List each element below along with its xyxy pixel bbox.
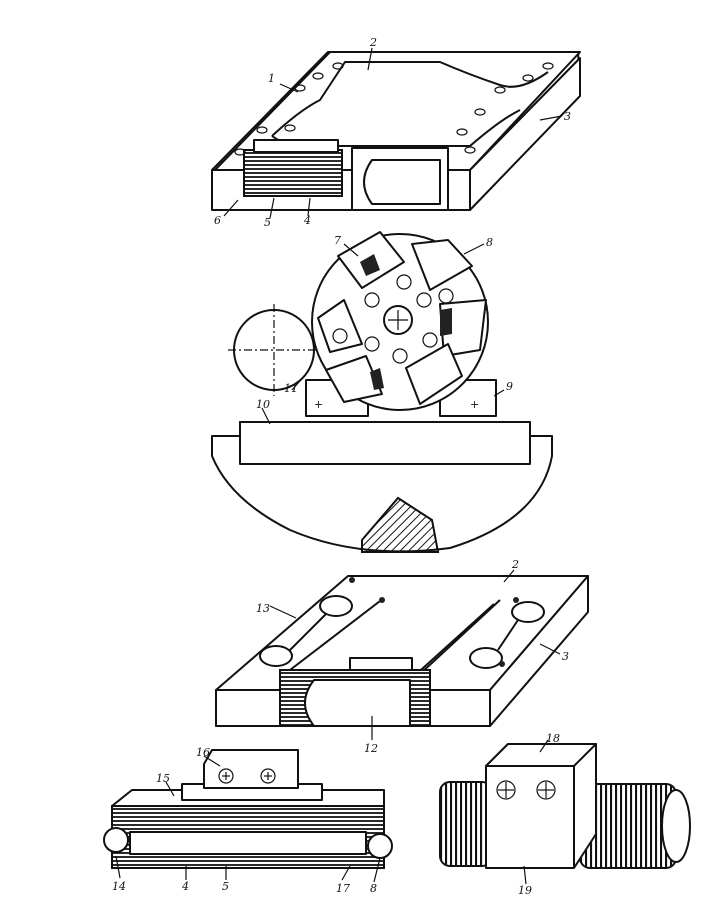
label-6: 6: [214, 214, 221, 227]
label-5-d: 5: [222, 880, 229, 893]
thread-left: [439, 781, 493, 867]
label-18: 18: [546, 732, 560, 745]
frame-c-right: [489, 575, 589, 727]
svg-text:+: +: [470, 398, 479, 411]
slot-rounded: [363, 159, 441, 205]
label-1: 1: [268, 72, 275, 85]
label-12: 12: [364, 742, 378, 755]
label-11: 11: [284, 382, 298, 395]
label-8: 8: [486, 236, 493, 249]
figure-a-frame: 1 2 3 6 5 4: [211, 36, 581, 229]
label-3-c: 3: [562, 650, 569, 663]
center-clip: [349, 657, 413, 671]
label-13: 13: [256, 602, 270, 615]
label-19: 19: [518, 884, 532, 897]
block-top: [485, 743, 597, 767]
label-4: 4: [303, 214, 311, 227]
label-17: 17: [336, 882, 350, 895]
thread-end: [661, 789, 691, 863]
mounting-holes: [234, 62, 554, 156]
bed-table: [239, 421, 531, 465]
label-9: 9: [506, 380, 513, 393]
frame-right-face: [469, 57, 581, 211]
clamp-screws: [332, 274, 454, 364]
figure-d-cassette: 16 15 14 4 5 17 8: [103, 746, 393, 895]
label-10: 10: [256, 398, 270, 411]
label-7: 7: [334, 234, 341, 247]
stack-cap: [253, 139, 339, 153]
label-2-c: 2: [511, 558, 519, 571]
cassette-core: [129, 831, 367, 855]
figure-e-threaded-block: 18 19: [439, 732, 691, 897]
label-8-d: 8: [370, 882, 377, 895]
lamination-stack: [243, 149, 343, 197]
figure-b-tool-head: + + 7: [211, 231, 553, 553]
clip-block: [203, 749, 299, 789]
center-slot: [304, 679, 411, 727]
tool-blocks: [317, 231, 487, 405]
front-slot: [351, 147, 449, 211]
label-16: 16: [196, 746, 210, 759]
label-2: 2: [369, 36, 377, 49]
figure-c-frame: 13 2 3 12: [215, 558, 589, 755]
label-3: 3: [564, 110, 571, 123]
svg-text:+: +: [314, 398, 323, 411]
label-5: 5: [264, 216, 271, 229]
roll-left: [103, 827, 129, 853]
label-14: 14: [112, 880, 126, 893]
label-4-d: 4: [181, 880, 189, 893]
hatched-section: [361, 496, 440, 553]
keyhole-slots: [259, 577, 545, 669]
label-15: 15: [156, 772, 170, 785]
support-right: [439, 379, 497, 417]
inner-plate-edge: [271, 61, 549, 137]
roll-right: [367, 833, 393, 859]
